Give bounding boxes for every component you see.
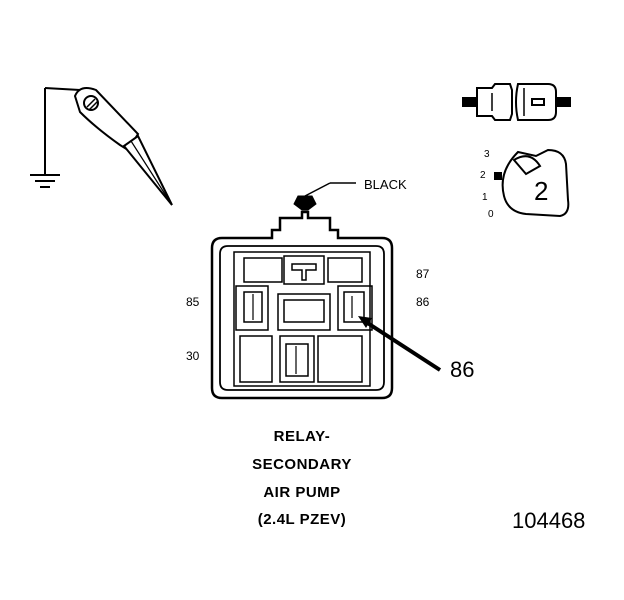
figure-number: 104468 — [512, 508, 586, 533]
cavity-label-85: 85 — [186, 295, 200, 309]
terminal-tool-icon — [494, 148, 570, 218]
title-line-1: RELAY- — [273, 428, 331, 445]
tool-number: 2 — [534, 176, 549, 206]
callout-label: 86 — [450, 357, 475, 382]
wire-color-label: BLACK — [364, 177, 407, 192]
key-position-2: 2 — [480, 170, 486, 181]
key-position-0: 0 — [488, 209, 494, 220]
callout-arrow — [358, 316, 442, 372]
cavity-label-30: 30 — [186, 349, 200, 363]
cavity-label-87: 87 — [416, 267, 430, 281]
title-line-3: AIR PUMP — [263, 484, 341, 501]
key-position-3: 3 — [484, 149, 490, 160]
title-line-2: SECONDARY — [252, 456, 352, 473]
title-line-4: (2.4L PZEV) — [257, 511, 347, 528]
key-position-1: 1 — [482, 192, 488, 203]
relay-connector — [210, 182, 394, 400]
cavity-label-86: 86 — [416, 295, 430, 309]
ground-probe-icon — [30, 87, 173, 206]
terminal-plug-icon — [462, 83, 571, 121]
